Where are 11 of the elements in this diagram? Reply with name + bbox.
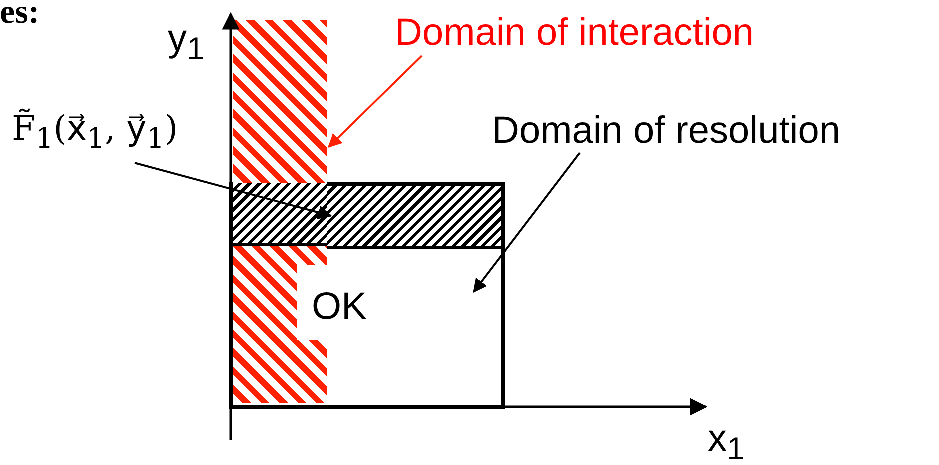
hatched-overlap-band <box>327 186 501 249</box>
leader-arrow <box>473 152 581 294</box>
rectangle-region <box>229 182 505 409</box>
leader-arrow <box>328 55 423 148</box>
axis-label: y$_{1}$ <box>168 20 205 66</box>
axis-label: x$_{1}$ <box>708 420 745 465</box>
leader-arrow <box>134 162 332 220</box>
annotation-text: Domain of resolution <box>492 112 841 150</box>
region-label: OK <box>312 288 367 326</box>
annotation-text: Domain of interaction <box>395 14 754 52</box>
heading-text: es: <box>0 0 40 30</box>
